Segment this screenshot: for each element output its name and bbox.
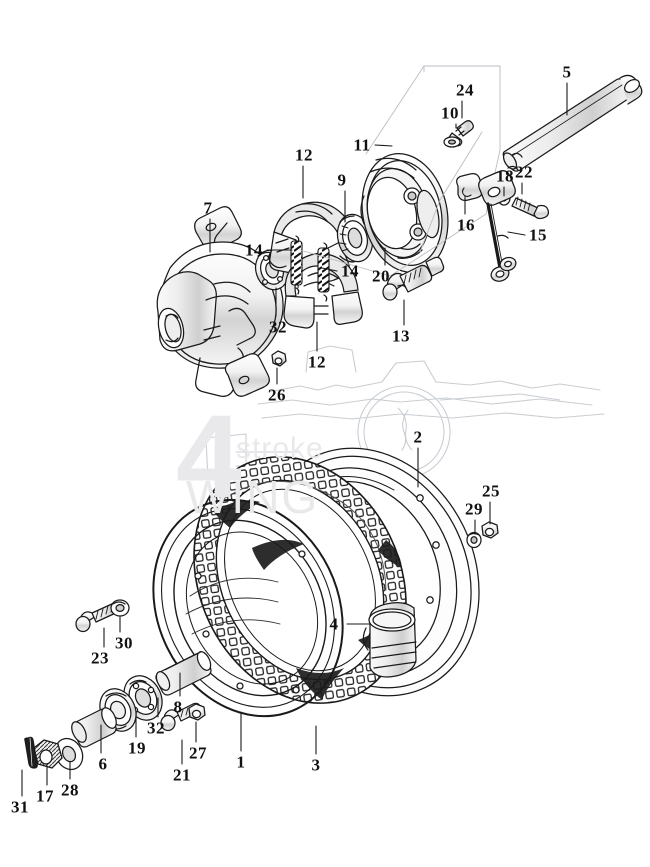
part-14-shoe-spring-right: [317, 242, 330, 302]
callout-number-15: 15: [529, 225, 547, 245]
part-4-hub-sleeve: [362, 602, 417, 678]
part-27-nut: [188, 703, 206, 721]
callout-number-21: 21: [173, 765, 191, 785]
callout-number-11: 11: [353, 135, 371, 155]
callout-number-13: 13: [392, 326, 410, 346]
part-29-washer: [466, 531, 482, 549]
part-30-washer: [110, 599, 130, 617]
callout-number-27: 27: [189, 743, 207, 763]
callout-number-12: 12: [308, 352, 326, 372]
callout-number-32: 32: [269, 317, 287, 337]
callout-number-20: 20: [372, 266, 390, 286]
callout-number-1: 1: [236, 752, 246, 772]
callout-number-10: 10: [441, 103, 459, 123]
leader-lines: [21, 82, 568, 797]
callout-number-3: 3: [311, 755, 321, 775]
leader-line-15: [507, 231, 526, 236]
part-5-front-axle: [502, 74, 643, 172]
part-9-bearing-ring: [336, 213, 374, 263]
leader-line-11: [374, 144, 393, 147]
part-23-bolt: [75, 601, 123, 633]
callout-number-5: 5: [562, 62, 572, 82]
callout-number-8: 8: [173, 697, 183, 717]
callout-number-2: 2: [413, 427, 423, 447]
part-17-castle-nut: [33, 739, 63, 769]
callout-number-17: 17: [36, 786, 54, 806]
part-31-cotter-pin: [24, 736, 38, 769]
callout-number-30: 30: [115, 633, 133, 653]
leader-line-14: [321, 267, 338, 272]
callout-number-4: 4: [329, 614, 339, 634]
part-6-distance-collar: [71, 707, 117, 748]
callout-number-12: 12: [295, 145, 313, 165]
part-22-bolt: [511, 196, 550, 220]
part-14-shoe-spring-left: [290, 235, 303, 295]
callout-number-14: 14: [245, 240, 263, 260]
callout-number-7: 7: [203, 198, 213, 218]
part-26-nut: [271, 350, 287, 367]
callout-number-24: 24: [456, 80, 474, 100]
callout-number-19: 19: [128, 738, 146, 758]
part-10-screw: [443, 120, 474, 148]
callout-number-22: 22: [515, 162, 533, 182]
part-7-brake-panel: [156, 206, 284, 397]
rim-spoke-hatch: [185, 577, 281, 635]
callout-number-23: 23: [91, 648, 109, 668]
callout-number-25: 25: [482, 481, 500, 501]
callout-number-14: 14: [341, 261, 359, 281]
part-1-wheel-rim: [152, 498, 344, 718]
part-32-bearing-lower: [123, 675, 163, 721]
callout-number-26: 26: [268, 385, 286, 405]
callout-number-18: 18: [496, 166, 514, 186]
part-15-brake-arm: [478, 170, 517, 282]
part-11-brake-drum-plate: [360, 153, 449, 273]
callout-number-16: 16: [457, 215, 475, 235]
part-8-spacer-collar: [155, 651, 212, 696]
callout-number-28: 28: [61, 780, 79, 800]
callout-number-32: 32: [147, 718, 165, 738]
part-13-pivot-bolt: [382, 256, 445, 301]
callout-number-6: 6: [98, 754, 108, 774]
callout-number-31: 31: [11, 797, 29, 817]
callout-number-29: 29: [465, 499, 483, 519]
callout-number-9: 9: [337, 170, 347, 190]
part-25-nut: [481, 521, 499, 539]
